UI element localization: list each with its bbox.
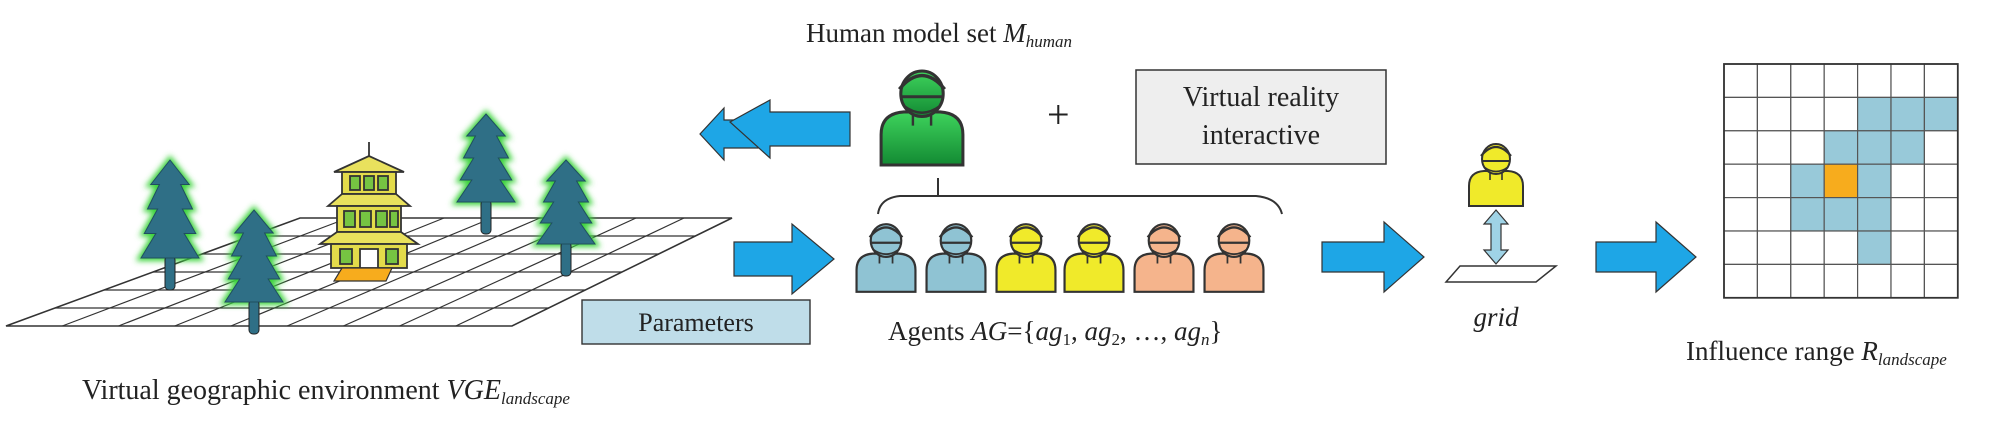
influence-cell [1756,263,1792,299]
trees [135,109,601,335]
influence-cell [1890,96,1926,132]
agent-icon [1203,222,1265,294]
vr-line-1: Virtual reality [1183,82,1339,113]
influence-cell [1756,230,1792,266]
influence-cell [1823,230,1859,266]
influence-cell [1790,130,1825,165]
influence-cell [1790,163,1825,199]
parameters-label: Parameters [638,308,754,337]
influence-cell [1890,230,1926,266]
agent-icon [995,222,1057,294]
tree-icon [531,155,601,277]
influence-cell [1723,230,1759,266]
influence-cell [1756,197,1792,232]
influence-cell [1890,197,1926,232]
parameters-box [581,299,811,345]
influence-cell [1890,263,1926,299]
influence-cell [1723,63,1759,99]
influence-caption: Influence range Rlandscape [1686,336,1947,369]
influence-cell [1856,63,1892,99]
influence-cell [1856,230,1892,266]
influence-cell [1890,163,1926,199]
agent-icon [855,222,917,294]
grid-agent-icon [1467,142,1525,208]
tree-icon [135,155,205,291]
arrow-right-to-agents-1 [733,222,835,296]
grid-label: grid [1473,302,1519,332]
human-model-icon [879,69,965,167]
influence-grid-border [1723,63,1959,299]
agents-row [855,222,1265,294]
influence-cell [1823,63,1859,99]
influence-cell [1790,96,1825,132]
influence-cell [1923,163,1959,199]
influence-cell [1723,163,1759,199]
agent-icon [925,222,987,294]
tree-icon [451,109,521,235]
plus-sign: + [1047,92,1070,137]
influence-cell [1756,130,1792,165]
influence-cell [1790,63,1825,99]
influence-cell [1856,163,1892,199]
influence-cell [1723,197,1759,232]
bidirectional-arrow-icon [1482,209,1510,265]
agent-icon [1063,222,1125,294]
influence-cell [1856,96,1892,132]
influence-cell [1823,197,1859,232]
influence-cell [1823,130,1859,165]
agents-caption: Agents AG={ag1, ag2, …, agn} [888,316,1222,349]
influence-cell [1923,63,1959,99]
grid-tile [1444,265,1559,283]
agents-brace [877,178,1283,215]
influence-cell [1923,130,1959,165]
arrow-right-to-grid [1321,220,1425,294]
influence-cell [1756,163,1792,199]
vr-line-2: interactive [1202,120,1320,151]
influence-cell [1890,130,1926,165]
influence-cell [1756,63,1792,99]
human-model-title: Human model set Mhuman [806,18,1072,51]
influence-cell [1823,163,1859,199]
arrow-to-environment [728,98,851,160]
influence-cell [1723,96,1759,132]
influence-cell [1790,230,1825,266]
influence-cell [1790,197,1825,232]
influence-cell [1856,197,1892,232]
influence-cell [1923,197,1959,232]
influence-cell [1856,130,1892,165]
influence-cell [1823,263,1859,299]
agent-icon [1133,222,1195,294]
influence-cell [1923,263,1959,299]
influence-cell [1823,96,1859,132]
vge-caption: Virtual geographic environment VGElandsc… [82,375,570,408]
pagoda-footprint-cell [332,267,393,282]
influence-cell [1923,230,1959,266]
influence-cell [1890,63,1926,99]
influence-cell [1723,263,1759,299]
influence-cell [1790,263,1825,299]
arrow-right-to-influence [1595,220,1697,294]
influence-grid [1723,63,1959,299]
influence-cell [1923,96,1959,132]
vr-box [1135,69,1387,165]
influence-cell [1756,96,1792,132]
tree-icon [219,205,289,335]
influence-cell [1723,130,1759,165]
pagoda-icon [317,142,421,269]
influence-cell [1856,263,1892,299]
